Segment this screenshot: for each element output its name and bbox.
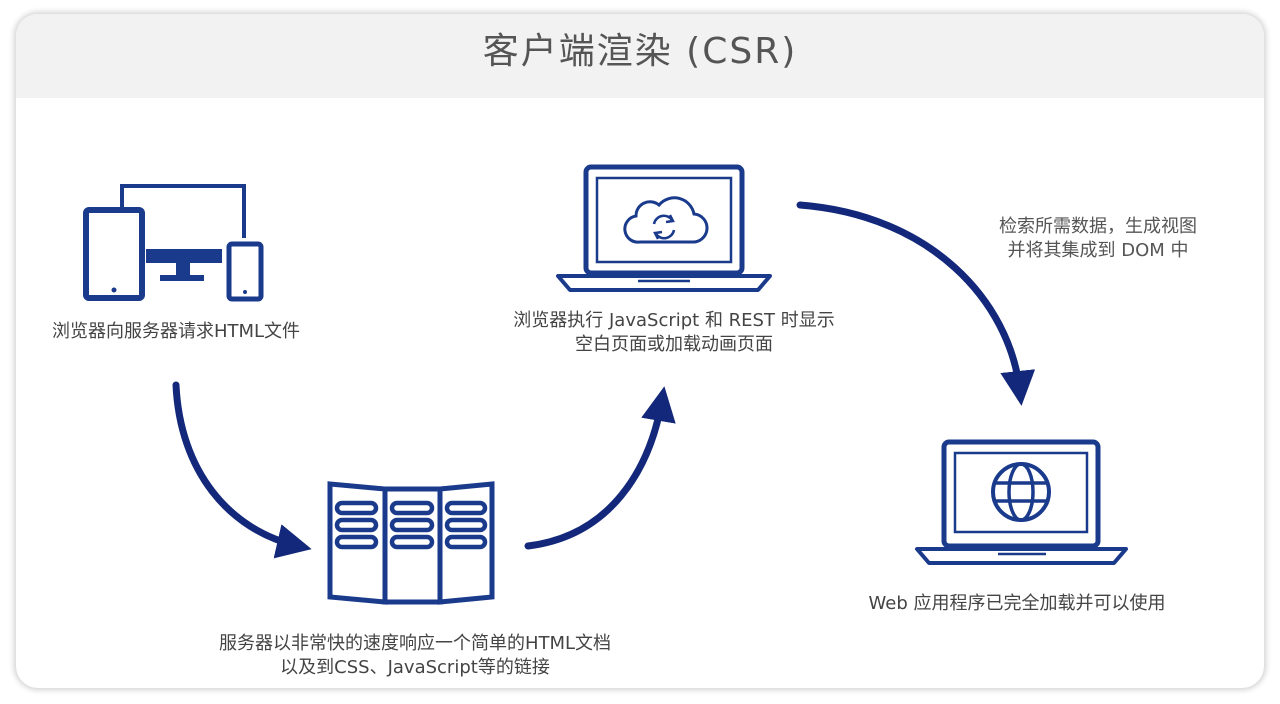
diagram-card: 客户端渲染 (CSR) [16,14,1264,688]
laptop-cloud-sync-icon [556,164,772,292]
step-3-line-1: 浏览器执行 JavaScript 和 REST 时显示 [513,310,835,331]
step-3-label: 浏览器执行 JavaScript 和 REST 时显示 空白页面或加载动画页面 [464,309,884,357]
devices-icon [83,184,264,302]
page-title: 客户端渲染 (CSR) [482,31,798,72]
step-5-label: Web 应用程序已完全加载并可以使用 [868,593,1166,614]
step-4-label: 检索所需数据，生成视图 并将其集成到 DOM 中 [958,215,1238,263]
step-3-line-2: 空白页面或加载动画页面 [575,334,773,355]
step-4-line-2: 并将其集成到 DOM 中 [1007,240,1189,261]
step-2-line-1: 服务器以非常快的速度响应一个简单的HTML文档 [218,633,612,654]
arrow-server-to-laptop [524,386,676,550]
laptop-globe-icon [915,439,1128,565]
step-1-label: 浏览器向服务器请求HTML文件 [51,321,301,342]
server-icon [327,481,495,605]
arrow-devices-to-server [172,381,312,559]
step-2-label: 服务器以非常快的速度响应一个简单的HTML文档 以及到CSS、JavaScrip… [150,632,680,680]
step-2-line-2: 以及到CSS、JavaScript等的链接 [280,657,550,678]
title-bar: 客户端渲染 (CSR) [16,14,1264,98]
arrow-laptop-to-webapp [796,201,1036,406]
step-4-line-1: 检索所需数据，生成视图 [999,216,1197,237]
